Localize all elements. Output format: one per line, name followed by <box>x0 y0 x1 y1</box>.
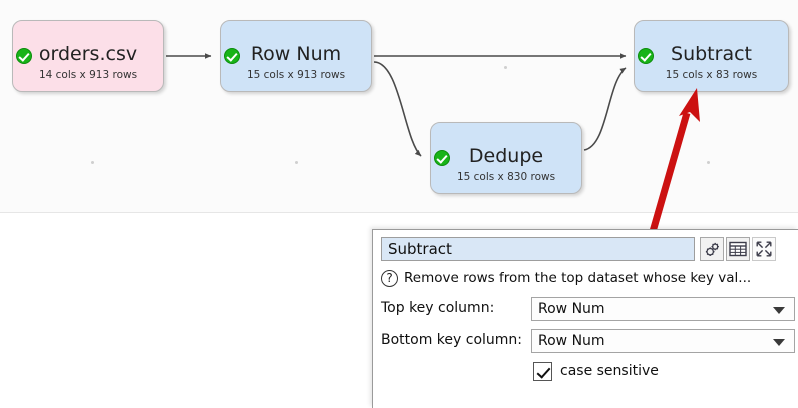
panel-header: Subtract <box>381 237 798 261</box>
description-text: Remove rows from the top dataset whose k… <box>404 270 752 286</box>
node-subtitle: 15 cols x 913 rows <box>246 69 346 81</box>
node-subtitle: 15 cols x 830 rows <box>456 171 556 183</box>
item-name-input[interactable]: Subtract <box>381 237 695 261</box>
node-row-num[interactable]: Row Num 15 cols x 913 rows <box>220 20 372 92</box>
green-check-icon <box>224 48 240 64</box>
case-sensitive-row: case sensitive <box>381 361 798 386</box>
help-icon[interactable]: ? <box>381 269 398 287</box>
bottom-key-column-select[interactable]: Row Num <box>531 329 795 353</box>
connector-rownum-to-dedupe <box>373 61 422 157</box>
connector-dedupe-to-subtract <box>583 67 627 151</box>
grid-dot <box>295 161 298 164</box>
node-orders-csv[interactable]: orders.csv 14 cols x 913 rows <box>12 20 164 92</box>
green-check-icon <box>16 48 32 64</box>
node-subtitle: 15 cols x 83 rows <box>665 69 758 81</box>
case-sensitive-label: case sensitive <box>560 363 659 379</box>
flow-canvas[interactable]: orders.csv 14 cols x 913 rows Row Num 15… <box>0 0 798 213</box>
node-subtract[interactable]: Subtract 15 cols x 83 rows <box>634 20 789 92</box>
description-row: ? Remove rows from the top dataset whose… <box>381 267 796 289</box>
bottom-key-column-row: Bottom key column: Row Num <box>381 329 798 354</box>
gears-icon[interactable] <box>700 237 724 261</box>
top-key-column-row: Top key column: Row Num <box>381 297 798 322</box>
table-icon[interactable] <box>726 237 750 261</box>
node-title: orders.csv <box>38 43 138 65</box>
case-sensitive-checkbox[interactable] <box>533 362 552 381</box>
node-title: Dedupe <box>468 145 544 167</box>
grid-dot <box>707 161 710 164</box>
item-properties-panel: Subtract <box>372 229 798 408</box>
top-key-column-label: Top key column: <box>381 300 495 316</box>
node-subtitle: 14 cols x 913 rows <box>38 69 138 81</box>
expand-icon[interactable] <box>752 237 776 261</box>
node-dedupe[interactable]: Dedupe 15 cols x 830 rows <box>430 122 582 194</box>
bottom-key-column-label: Bottom key column: <box>381 332 523 348</box>
node-title: Row Num <box>250 43 342 65</box>
green-check-icon <box>434 150 450 166</box>
green-check-icon <box>638 48 654 64</box>
grid-dot <box>91 161 94 164</box>
chevron-down-icon <box>773 339 785 346</box>
chevron-down-icon <box>773 307 785 314</box>
top-key-column-select[interactable]: Row Num <box>531 297 795 321</box>
connection-layer <box>166 53 627 157</box>
grid-dot <box>504 66 507 69</box>
node-title: Subtract <box>671 43 752 65</box>
